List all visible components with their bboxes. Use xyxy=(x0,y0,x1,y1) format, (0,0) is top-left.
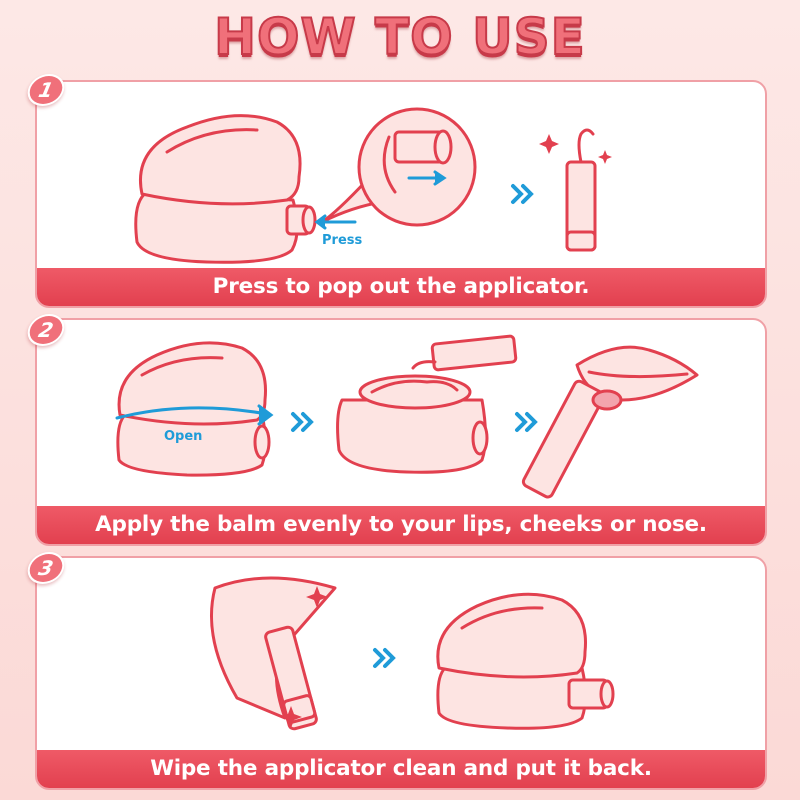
step-2-caption: Apply the balm evenly to your lips, chee… xyxy=(37,506,765,544)
sparkle-icon xyxy=(306,586,328,608)
step-3-panel: Wipe the applicator clean and put it bac… xyxy=(35,556,767,790)
jar-lid xyxy=(117,341,268,426)
open-label: Open xyxy=(164,429,202,444)
next-arrow-1 xyxy=(511,184,534,204)
next-arrow-2b xyxy=(515,412,538,432)
step-2-illustration: Open xyxy=(115,334,699,499)
jar-body xyxy=(134,190,299,264)
step-3-caption: Wipe the applicator clean and put it bac… xyxy=(37,750,765,788)
next-arrow-3 xyxy=(373,648,396,668)
step-1-caption: Press to pop out the applicator. xyxy=(37,268,765,306)
next-arrow-2a xyxy=(291,412,314,432)
open-jar xyxy=(336,398,487,474)
press-label: Press xyxy=(322,233,362,248)
open-arrow xyxy=(115,406,269,420)
step-3-illustration xyxy=(209,576,615,731)
sparkle-icon xyxy=(280,706,302,728)
step-1-illustration: Press xyxy=(134,107,612,264)
sparkle-icon xyxy=(539,134,559,154)
sparkle-icon xyxy=(598,150,612,164)
step-1-panel: Press Press to pop out the applicator. xyxy=(35,80,767,308)
jar-lid xyxy=(139,114,302,206)
page-title: HOW TO USE xyxy=(213,7,586,67)
jar-lid xyxy=(436,592,588,679)
step-2-panel: Open Apply the balm evenly to your lips,… xyxy=(35,318,767,546)
